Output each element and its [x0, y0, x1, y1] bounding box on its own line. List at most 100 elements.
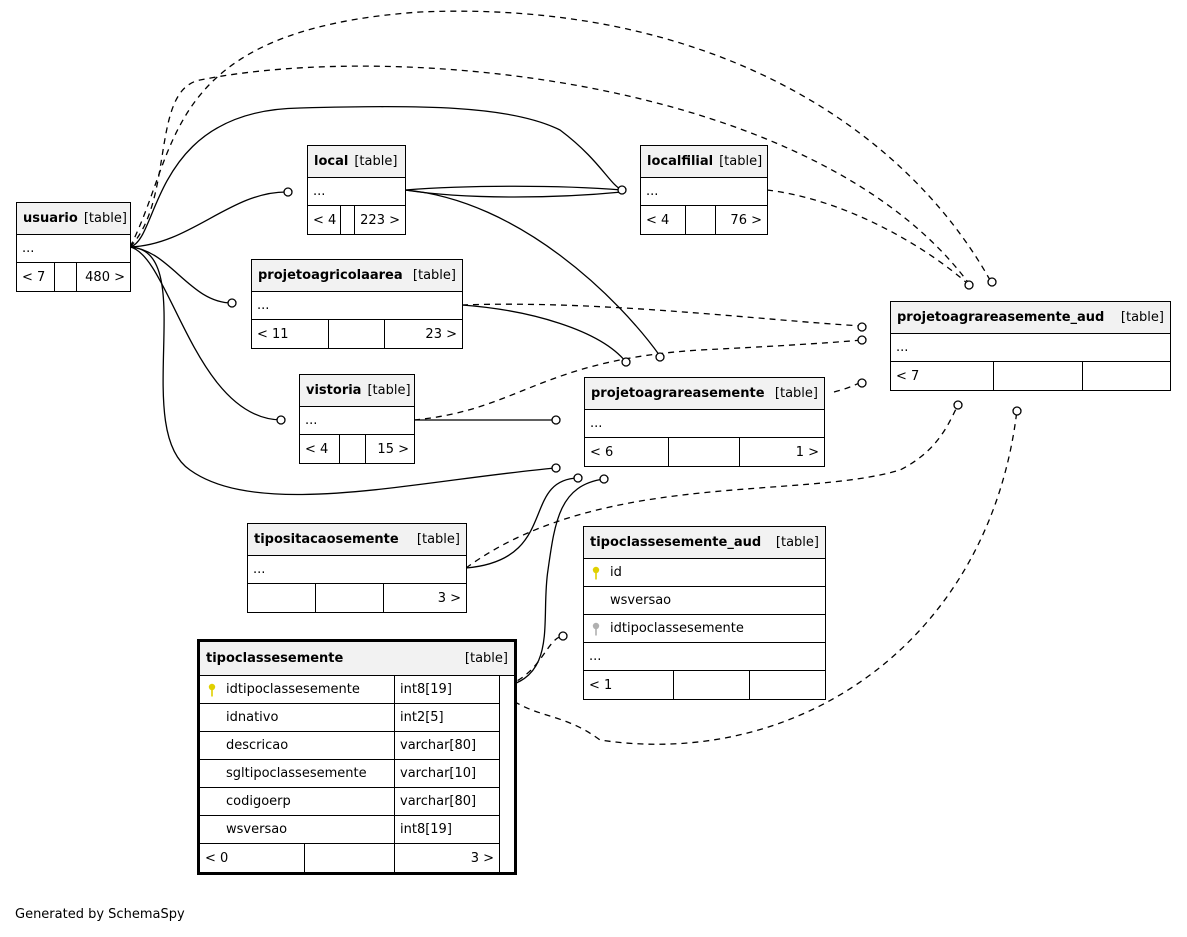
table-local[interactable]: local [table] ... < 4 223 > — [307, 145, 406, 235]
column-name: descricao — [226, 738, 289, 753]
table-footer: < 4 15 > — [300, 435, 414, 463]
edge-localfilial-aud — [766, 189, 969, 285]
ellipsis: ... — [22, 241, 35, 256]
edge-usuario-vistoria — [129, 246, 283, 421]
parent-count[interactable]: < 11 — [252, 320, 329, 348]
parent-count[interactable]: < 7 — [891, 362, 994, 390]
column-row[interactable]: descricao varchar[80] — [200, 732, 500, 760]
child-count[interactable]: 480 > — [85, 269, 125, 285]
table-body: ... — [891, 334, 1170, 362]
table-name: projetoagrareasemente_aud — [897, 310, 1105, 325]
child-count[interactable]: 1 > — [795, 444, 819, 460]
table-kind: [table] — [83, 211, 127, 226]
child-count[interactable]: 76 > — [730, 212, 762, 228]
child-count[interactable]: 3 > — [437, 590, 461, 606]
table-footer: < 7 — [891, 362, 1170, 390]
edge-vistoria-aud — [413, 339, 863, 421]
edge-usuario-aud — [129, 10, 991, 281]
column-name: wsversao — [610, 593, 672, 608]
table-tipositacaosemente[interactable]: tipositacaosemente [table] ... 3 > — [247, 523, 467, 613]
table-body: ... — [17, 235, 130, 263]
cardinality-marker — [1012, 406, 1022, 416]
row-count — [340, 435, 366, 463]
column-name-cell: wsversao — [200, 816, 395, 843]
column-name: codigoerp — [226, 794, 291, 809]
table-body: ... — [584, 643, 825, 671]
table-name: tipoclassesemente — [206, 651, 344, 666]
parent-count[interactable]: < 4 — [308, 206, 341, 234]
table-usuario[interactable]: usuario [table] ... < 7 480 > — [16, 202, 131, 292]
parent-count[interactable]: < 0 — [200, 844, 305, 872]
column-row[interactable]: wsversao int8[19] — [200, 816, 500, 844]
table-vistoria[interactable]: vistoria [table] ... < 4 15 > — [299, 374, 415, 464]
ellipsis: ... — [589, 649, 602, 664]
table-kind: [table] — [367, 383, 411, 398]
column-row[interactable]: id — [584, 559, 825, 587]
table-footer: 3 > — [248, 584, 466, 612]
child-count[interactable]: 23 > — [425, 326, 457, 342]
table-footer: < 11 23 > — [252, 320, 462, 348]
row-count — [316, 584, 384, 612]
child-count[interactable]: 15 > — [377, 441, 409, 457]
table-name: localfilial — [647, 154, 714, 169]
edge-usuario-local — [129, 191, 287, 248]
edge-usuario-projetoagricolaarea — [129, 246, 233, 304]
table-projetoagrareasemente[interactable]: projetoagrareasemente [table] ... < 6 1 … — [584, 377, 825, 467]
column-row[interactable]: sgltipoclassesemente varchar[10] — [200, 760, 500, 788]
parent-count[interactable]: < 4 — [641, 206, 686, 234]
table-tipoclassesemente[interactable]: tipoclassesemente [table] idtipoclassese… — [197, 639, 517, 875]
edge-usuario-localfilial — [129, 106, 623, 248]
column-row[interactable]: idtipoclassesemente int8[19] — [200, 676, 500, 704]
table-projetoagricolaarea[interactable]: projetoagricolaarea [table] ... < 11 23 … — [251, 259, 463, 349]
child-count[interactable]: 3 > — [470, 850, 494, 866]
table-name: usuario — [23, 211, 78, 226]
generated-by-footer: Generated by SchemaSpy — [15, 907, 185, 922]
parent-count[interactable]: < 1 — [584, 671, 674, 699]
parent-count[interactable]: < 7 — [17, 263, 55, 291]
table-kind: [table] — [416, 532, 460, 547]
column-type: varchar[10] — [400, 766, 477, 781]
cardinality-marker — [551, 463, 561, 473]
table-projetoagrareasemente-aud[interactable]: projetoagrareasemente_aud [table] ... < … — [890, 301, 1171, 391]
table-footer: < 7 480 > — [17, 263, 130, 291]
ellipsis: ... — [590, 416, 603, 431]
cardinality-marker — [617, 185, 627, 195]
edge-tipoclassesemente-projetoagrareasemente — [496, 478, 605, 689]
table-footer: < 4 223 > — [308, 206, 405, 234]
column-row[interactable]: wsversao — [584, 587, 825, 615]
edge-local-localfilial-b — [404, 189, 623, 198]
table-name: projetoagricolaarea — [258, 268, 403, 283]
table-body: ... — [252, 292, 462, 320]
table-name: vistoria — [306, 383, 362, 398]
ellipsis: ... — [896, 340, 909, 355]
table-name: tipoclassesemente_aud — [590, 535, 762, 550]
table-name: projetoagrareasemente — [591, 386, 765, 401]
parent-count[interactable] — [248, 584, 316, 612]
column-type: varchar[80] — [400, 794, 477, 809]
parent-count[interactable]: < 6 — [585, 438, 669, 466]
column-row[interactable]: idnativo int2[5] — [200, 704, 500, 732]
child-count[interactable]: 223 > — [360, 212, 400, 228]
column-row[interactable]: codigoerp varchar[80] — [200, 788, 500, 816]
table-header: projetoagrareasemente_aud [table] — [891, 302, 1170, 334]
parent-count[interactable]: < 4 — [300, 435, 340, 463]
column-name: wsversao — [226, 822, 288, 837]
cardinality-marker — [558, 631, 568, 641]
edge-local-localfilial-a — [404, 185, 623, 191]
table-header: localfilial [table] — [641, 146, 767, 178]
table-kind: [table] — [412, 268, 456, 283]
foreign-key-icon — [592, 622, 600, 636]
table-tipoclassesemente-aud[interactable]: tipoclassesemente_aud [table] id wsversa… — [583, 526, 826, 700]
table-footer: < 6 1 > — [585, 438, 824, 466]
ellipsis: ... — [313, 184, 326, 199]
table-body: ... — [248, 556, 466, 584]
column-row[interactable]: idtipoclassesemente — [584, 615, 825, 643]
child-count[interactable] — [1083, 362, 1170, 390]
row-count — [686, 206, 716, 234]
table-body: ... — [300, 407, 414, 435]
table-kind: [table] — [354, 154, 398, 169]
child-count[interactable] — [750, 671, 825, 699]
table-header: tipoclassesemente_aud [table] — [584, 527, 825, 559]
table-localfilial[interactable]: localfilial [table] ... < 4 76 > — [640, 145, 768, 235]
